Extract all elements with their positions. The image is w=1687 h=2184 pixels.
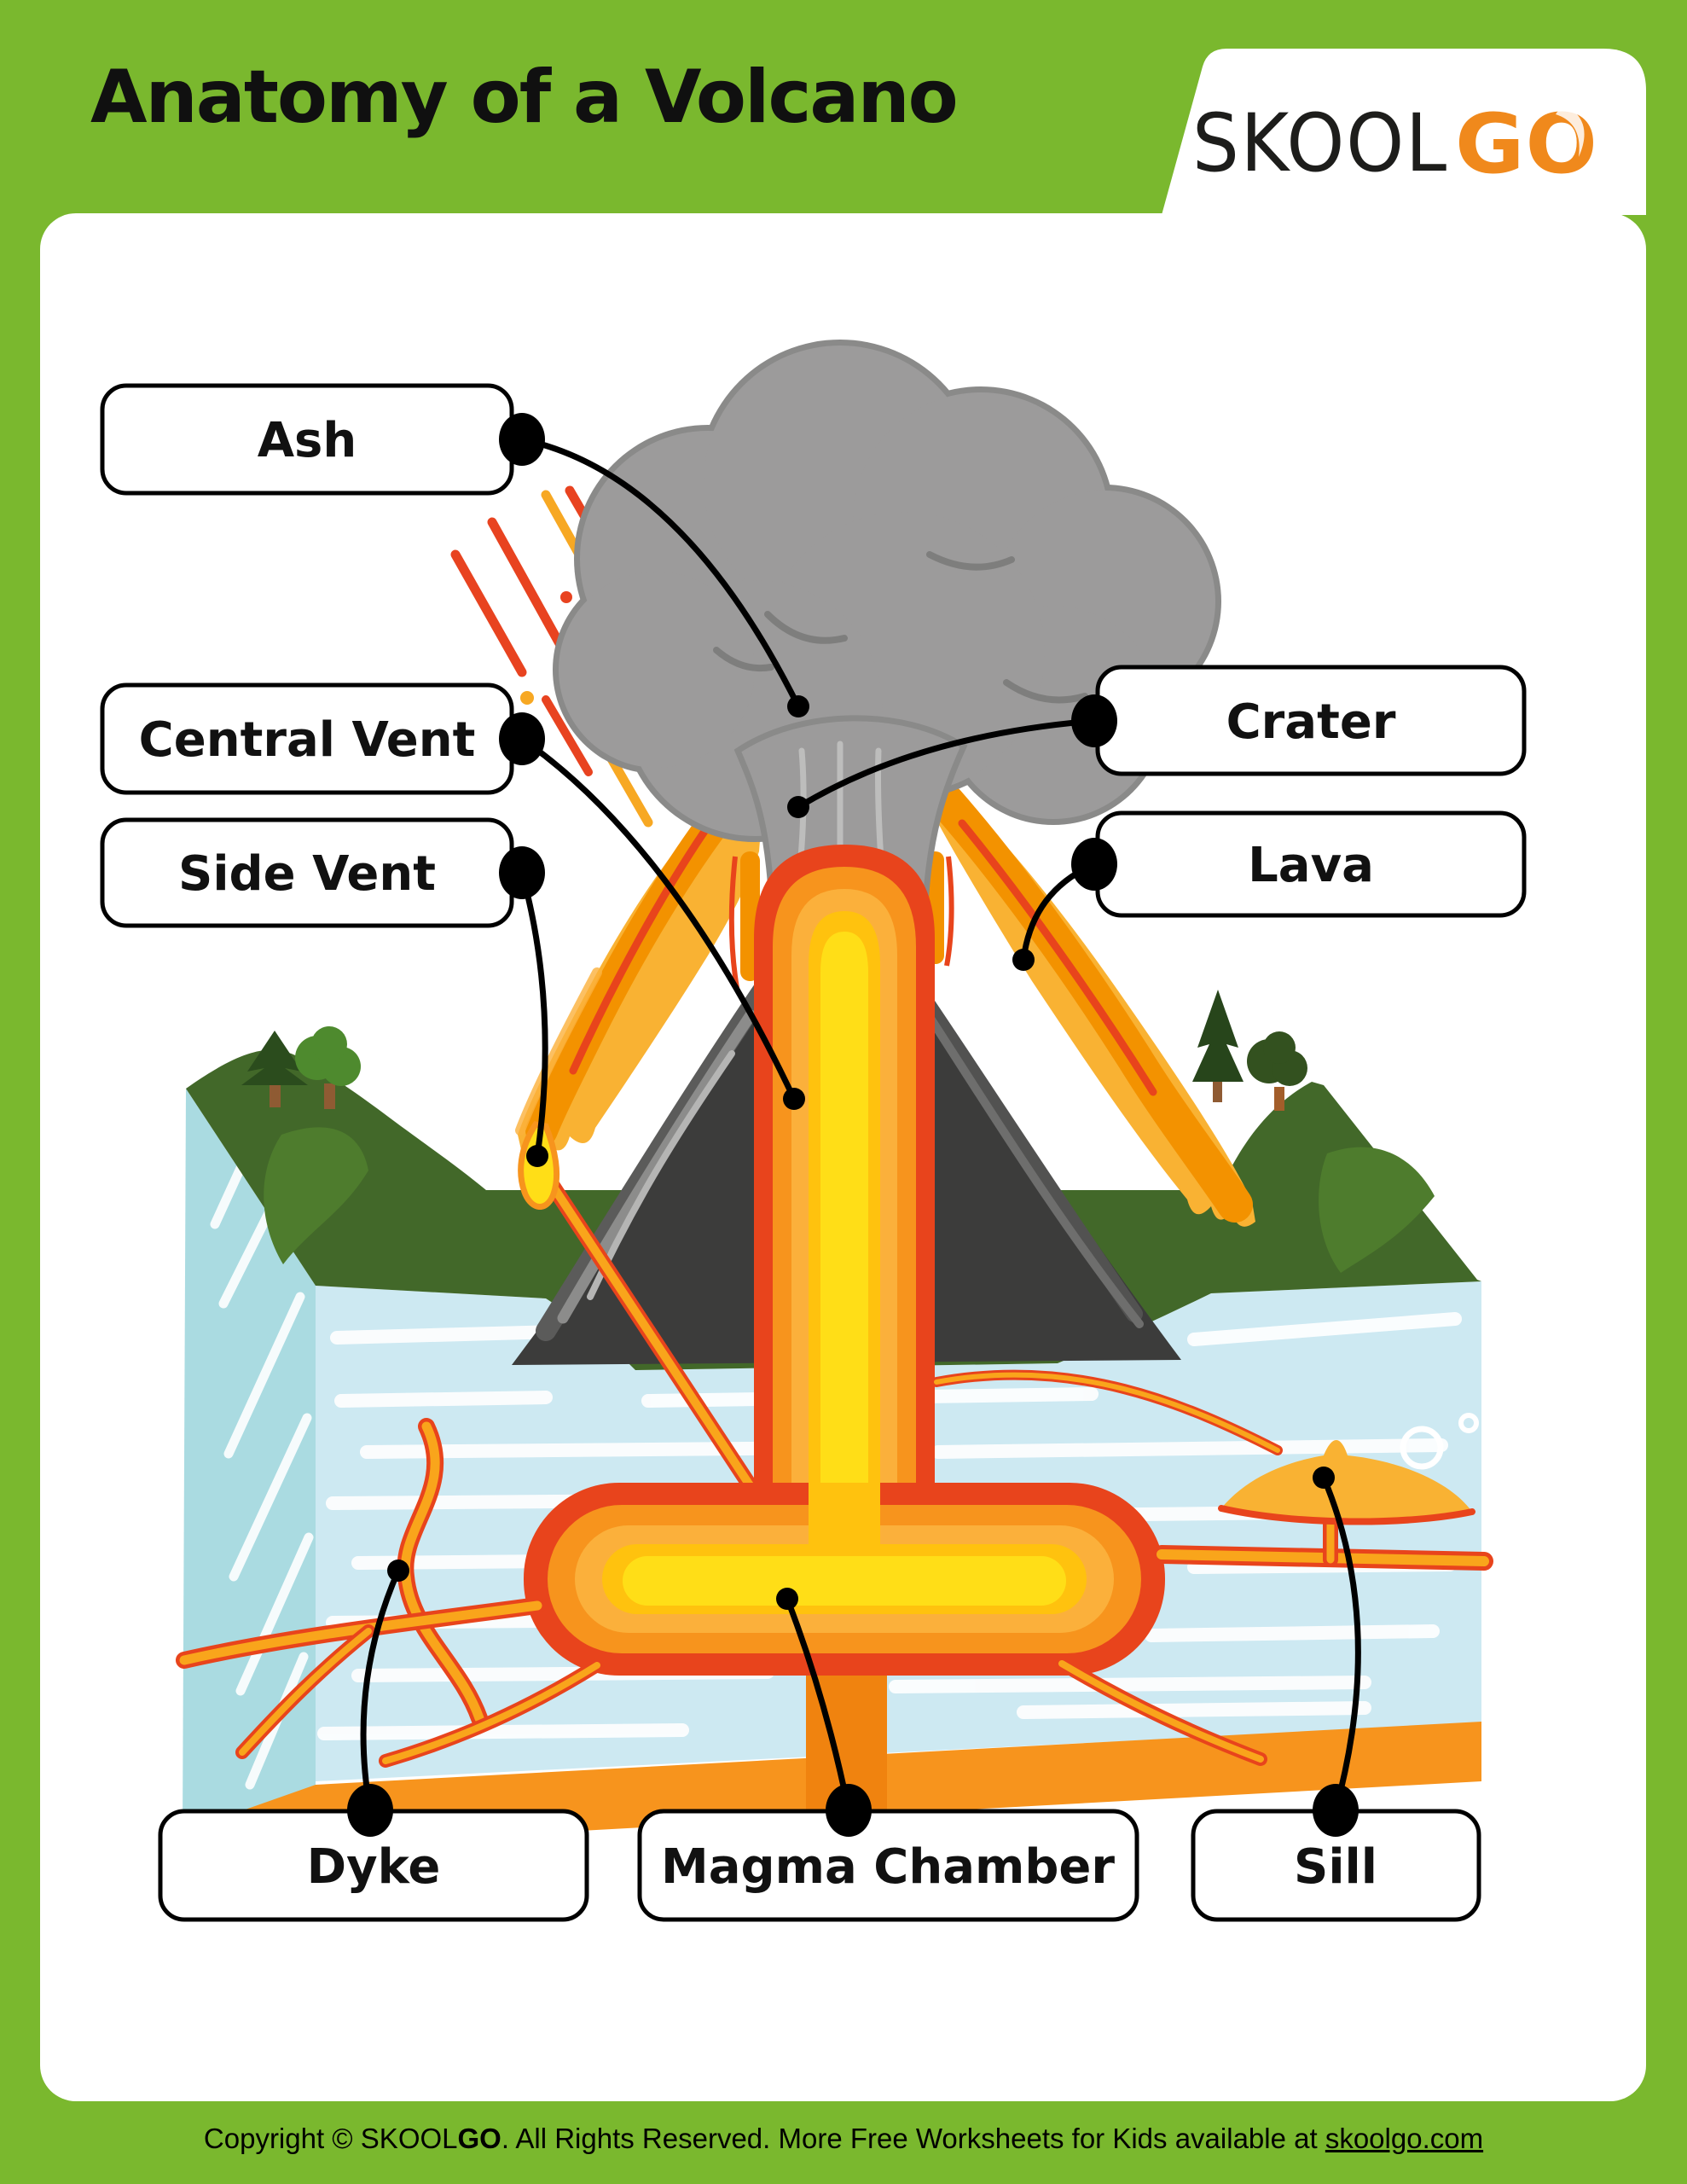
label-ash: Ash [100,383,545,496]
label-central-vent: Central Vent [100,682,545,795]
tree-trunk [1274,1087,1284,1111]
logo-plate [1162,49,1646,215]
pine-tree-icon [1192,990,1244,1082]
connector-side-vent [519,872,548,1157]
pine-tree-icon [241,1031,308,1085]
label-crater: Crater [1071,665,1527,776]
sill-graphic [1218,1440,1475,1525]
label-lava-text: Lava [1248,838,1374,893]
volcano-mound [515,752,1255,1227]
page-title: Anatomy of a Volcano [90,55,957,140]
footer-prefix: Copyright © SKOOL [203,2123,458,2154]
magma-chamber-graphic [524,1483,1165,1676]
label-lava: Lava [1071,810,1527,918]
tree-trunk [1213,1080,1222,1102]
footer-middle: . All Rights Reserved. More Free Workshe… [501,2123,1325,2154]
label-crater-dot [1071,694,1117,747]
label-lava-dot [1071,838,1117,891]
footer-brand: GO [457,2123,501,2154]
logo-text-go: GO [1455,96,1598,192]
label-magma-chamber-text: Magma Chamber [661,1839,1115,1895]
connector-dyke [360,1569,402,1811]
connector-endpoints [387,695,1335,1610]
connector-lines [360,436,1361,1811]
hill-highlight [264,1127,368,1264]
label-side-vent-text: Side Vent [178,846,436,902]
label-crater-text: Crater [1226,694,1396,750]
connector-sill [1320,1476,1361,1811]
label-central-vent-dot [499,712,545,765]
label-central-vent-text: Central Vent [139,712,476,768]
logo-text-skool: SKOOL [1192,97,1448,190]
label-ash-dot [499,413,545,466]
footer-link[interactable]: skoolgo.com [1325,2123,1484,2154]
label-magma-chamber-dot [826,1784,872,1837]
label-dyke-text: Dyke [307,1839,441,1895]
skoolgo-logo: SKOOL GO [1192,96,1598,192]
volcano-illustration [176,340,1493,1887]
connector-magma-chamber [784,1597,852,1811]
label-magma-chamber: Magma Chamber [637,1784,1139,1922]
ash-cloud [553,340,1221,842]
round-tree-icon [295,1026,361,1086]
label-dyke: Dyke [158,1784,589,1922]
label-sill-dot [1313,1784,1359,1837]
connector-ash [521,436,802,708]
round-tree-icon [1247,1031,1307,1086]
label-dyke-dot [347,1784,393,1837]
footer-copyright: Copyright © SKOOLGO. All Rights Reserved… [0,2123,1687,2155]
tree-trunk [324,1083,335,1109]
label-sill: Sill [1191,1784,1481,1922]
tree-trunk [270,1080,281,1107]
label-ash-text: Ash [258,413,357,468]
label-sill-text: Sill [1294,1839,1377,1895]
hill-highlight [1319,1147,1435,1273]
bubbles [1400,1413,1479,1470]
connector-crater [797,717,1095,810]
label-callouts: Ash Central Vent Side Vent Crater Lava D… [100,383,1527,1922]
trees [241,990,1307,1111]
central-vent-conduit [754,845,935,1527]
label-side-vent: Side Vent [100,817,545,928]
cloud-curls [713,551,1088,704]
magma-veins [176,1369,1493,1768]
side-vent-graphic [518,1121,762,1501]
label-side-vent-dot [499,846,545,899]
logo-crescent-icon [1556,107,1585,157]
connector-central-vent [519,736,797,1101]
